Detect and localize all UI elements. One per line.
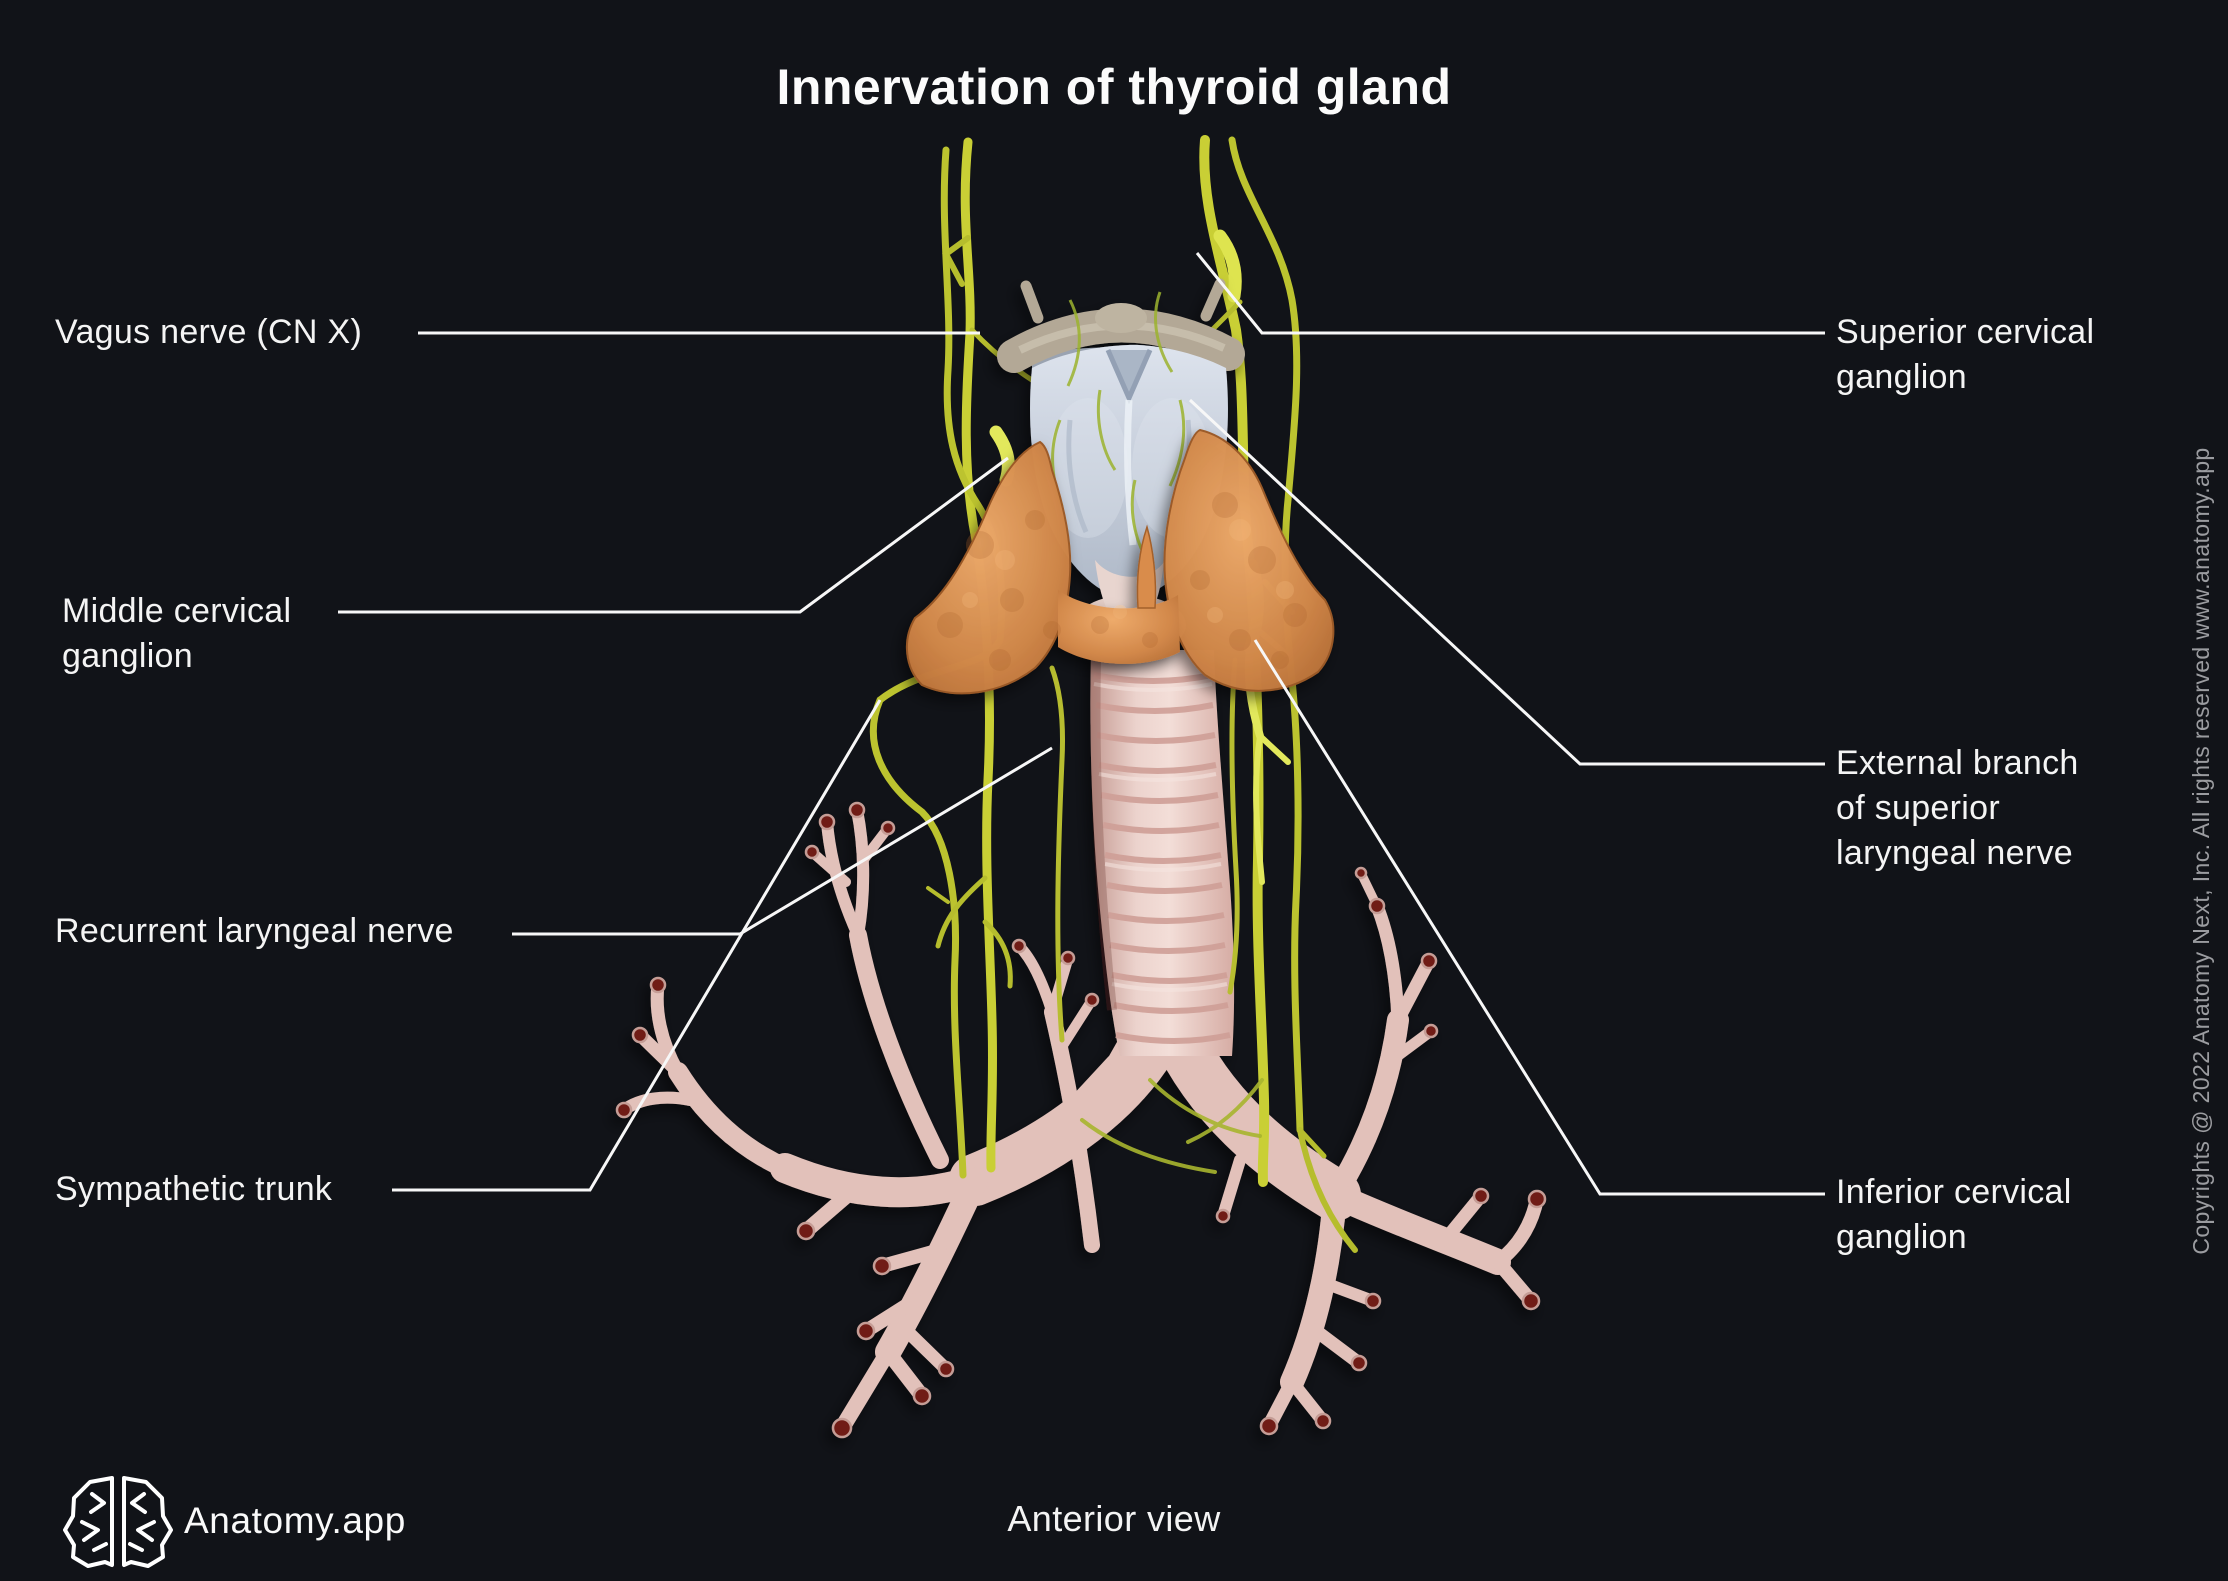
bronchus-tips bbox=[615, 801, 1547, 1439]
brand-name: Anatomy.app bbox=[184, 1500, 406, 1541]
tracheal-rings bbox=[1093, 672, 1231, 1044]
label-recurrent-laryngeal-nerve: Recurrent laryngeal nerve bbox=[55, 912, 454, 950]
trachea bbox=[1090, 650, 1235, 1056]
thyroid-texture bbox=[937, 492, 1307, 671]
leader-sympathetic-trunk bbox=[392, 699, 882, 1192]
left-recurrent-laryngeal-nerve bbox=[1049, 665, 1065, 1043]
thyroid-cartilage bbox=[1030, 344, 1228, 600]
trachea-and-bronchial-tree bbox=[615, 650, 1547, 1439]
cardiac-pulmonary-plexus bbox=[1080, 1078, 1264, 1174]
leader-inferior-cervical-ganglion bbox=[1253, 639, 1825, 1196]
label-vagus-nerve: Vagus nerve (CN X) bbox=[55, 313, 363, 351]
bronchial-tree bbox=[618, 804, 1544, 1436]
thyroid-gland bbox=[905, 428, 1335, 695]
thyroid-left-lobe bbox=[905, 440, 1072, 695]
leader-recurrent-laryngeal-nerve bbox=[512, 746, 1053, 936]
leader-superior-cervical-ganglion bbox=[1195, 252, 1825, 335]
right-superior-cervical-ganglion bbox=[1213, 229, 1242, 303]
page-title: Innervation of thyroid gland bbox=[776, 59, 1452, 115]
label-middle-cervical-ganglion: Middle cervical ganglion bbox=[62, 592, 292, 675]
copyright-notice: Copyrights @ 2022 Anatomy Next, Inc. All… bbox=[2188, 447, 2214, 1255]
leader-middle-cervical-ganglion bbox=[338, 456, 1009, 614]
thyroid-pyramidal-lobe bbox=[1136, 524, 1157, 609]
label-superior-cervical-ganglion: Superior cervical ganglion bbox=[1836, 313, 2095, 396]
thyroid-highlights bbox=[962, 519, 1294, 623]
brand-brain-logo bbox=[63, 1476, 173, 1568]
label-external-branch-sln: External branch of superior laryngeal ne… bbox=[1836, 744, 2079, 872]
label-inferior-cervical-ganglion: Inferior cervical ganglion bbox=[1836, 1173, 2072, 1256]
label-sympathetic-trunk: Sympathetic trunk bbox=[55, 1170, 333, 1208]
view-caption: Anterior view bbox=[1007, 1498, 1221, 1539]
leader-external-branch-sln bbox=[1188, 398, 1825, 766]
leader-lines bbox=[338, 252, 1825, 1196]
hyoid-bone bbox=[997, 278, 1245, 373]
right-recurrent-laryngeal-nerve bbox=[1227, 657, 1240, 995]
